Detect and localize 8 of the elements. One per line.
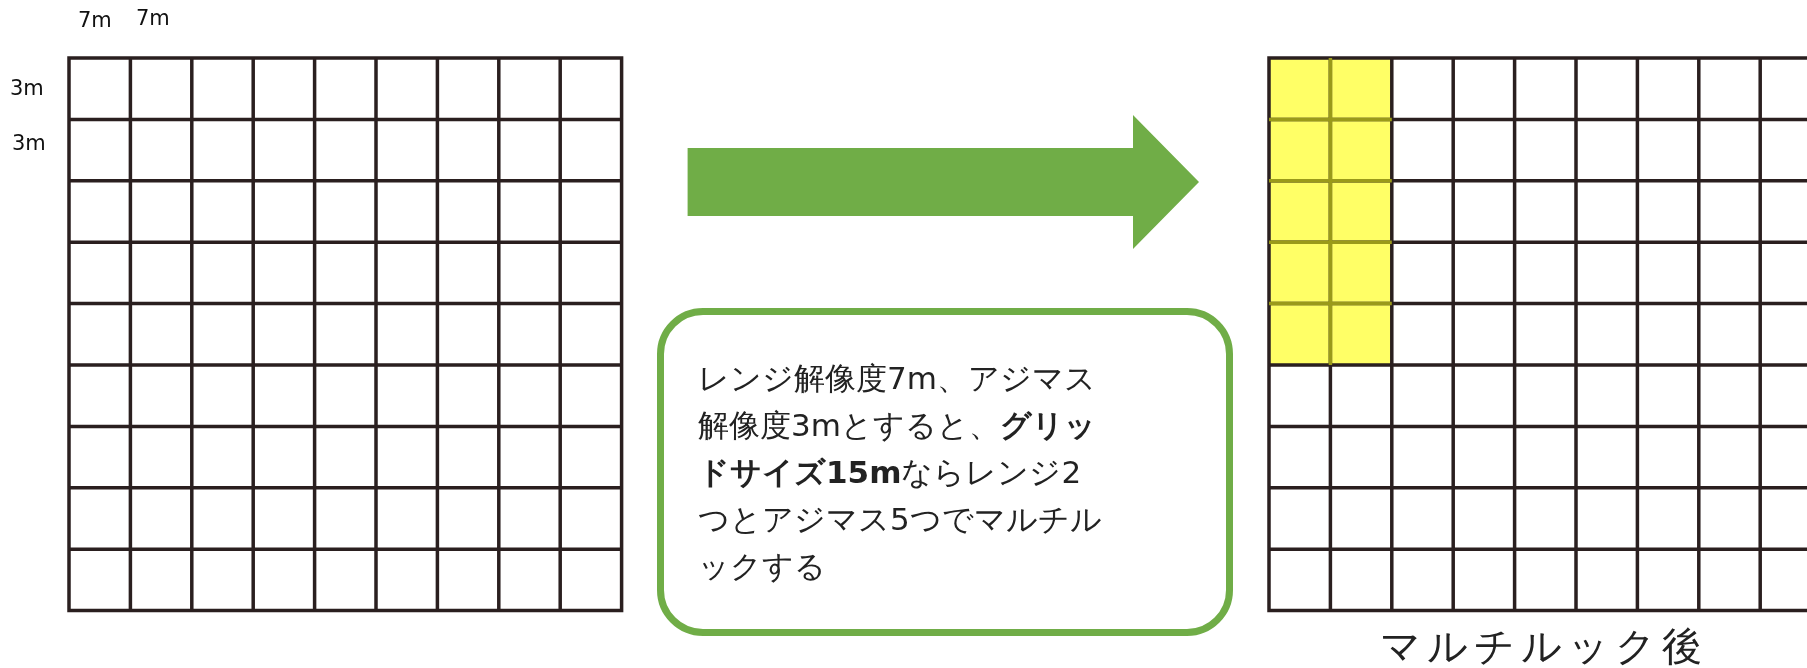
column-size-label: 7m bbox=[136, 6, 170, 30]
row-size-label: 3m bbox=[10, 76, 44, 100]
description-text: レンジ解像度7m、アジマス解像度3mとすると、グリッドサイズ15mならレンジ2つとアジマス5つでマルチルックする bbox=[698, 359, 1103, 586]
block-arrow bbox=[687, 115, 1199, 249]
column-size-label: 7m bbox=[78, 8, 112, 32]
caption-text: マルチルック後 bbox=[1380, 621, 1708, 668]
row-size-label: 3m bbox=[12, 131, 46, 155]
rounded-text-box bbox=[657, 308, 1233, 636]
